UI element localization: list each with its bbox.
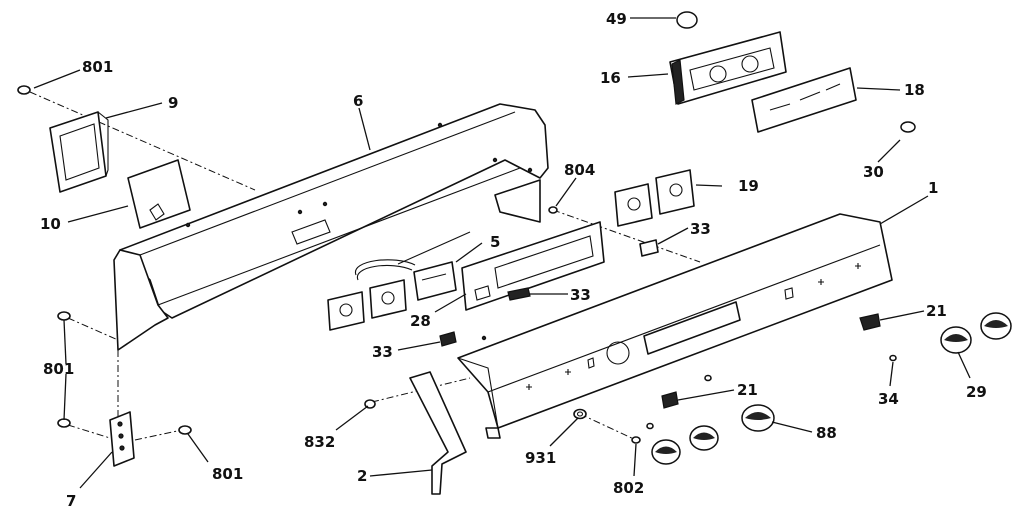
callout-labels: 49 16 18 30 801 9 6 804 19 10 1 5 33 33 … [40, 10, 987, 510]
callout-33-b: 33 [570, 286, 591, 304]
callout-33-c: 33 [372, 343, 393, 361]
screw-801-right [178, 425, 192, 435]
callout-21-b: 21 [737, 381, 758, 399]
screw-804 [548, 206, 558, 214]
callout-7: 7 [66, 492, 76, 510]
callout-6: 6 [353, 92, 363, 110]
screw-801-mid [57, 311, 71, 321]
callout-10: 10 [40, 215, 61, 233]
callout-1: 1 [928, 179, 938, 197]
side-bracket-10 [127, 159, 191, 229]
screw-801-top [17, 85, 31, 95]
callout-931: 931 [525, 449, 556, 467]
infinite-switch-5 [413, 261, 457, 301]
switches-19 [614, 169, 695, 227]
knob-30 [900, 121, 916, 133]
callout-30: 30 [863, 163, 884, 181]
callout-802: 802 [613, 479, 644, 497]
misc-fasteners [481, 335, 712, 430]
clip-33-right [639, 239, 659, 257]
callout-832: 832 [304, 433, 335, 451]
leader-lines [33, 17, 971, 489]
callout-88: 88 [816, 424, 837, 442]
screw-34 [889, 354, 897, 362]
front-control-panel [457, 213, 893, 439]
callout-801-right: 801 [212, 465, 243, 483]
knob-49 [676, 11, 698, 29]
callout-34: 34 [878, 390, 899, 408]
callout-21-a: 21 [926, 302, 947, 320]
rear-panel-housing [113, 103, 549, 351]
callout-801-top: 801 [82, 58, 113, 76]
callout-19: 19 [738, 177, 759, 195]
callout-18: 18 [904, 81, 925, 99]
callout-28: 28 [410, 312, 431, 330]
callout-16: 16 [600, 69, 621, 87]
trim-strip-2 [409, 371, 467, 495]
clip-21-right [859, 313, 881, 331]
side-bracket-9 [49, 111, 109, 193]
clock-module-16 [669, 31, 787, 105]
hinge-bracket-7 [109, 411, 135, 467]
callout-33-a: 33 [690, 220, 711, 238]
knobs-29 [940, 312, 1012, 354]
display-lens-18 [751, 67, 857, 133]
clip-33-left [439, 331, 457, 347]
washer-931 [573, 408, 587, 420]
wiring-harness [355, 231, 471, 281]
switch-pair [327, 279, 407, 331]
callout-9: 9 [168, 94, 178, 112]
callout-2: 2 [357, 467, 367, 485]
screw-802 [631, 436, 641, 444]
callout-49: 49 [606, 10, 627, 28]
display-bracket-28 [461, 221, 605, 311]
callout-5: 5 [490, 233, 500, 251]
callout-801-mid: 801 [43, 360, 74, 378]
callout-804: 804 [564, 161, 595, 179]
screw-801-low [57, 418, 71, 428]
knobs-88 [651, 404, 775, 465]
callout-29: 29 [966, 383, 987, 401]
clip-21-lower [661, 391, 679, 409]
